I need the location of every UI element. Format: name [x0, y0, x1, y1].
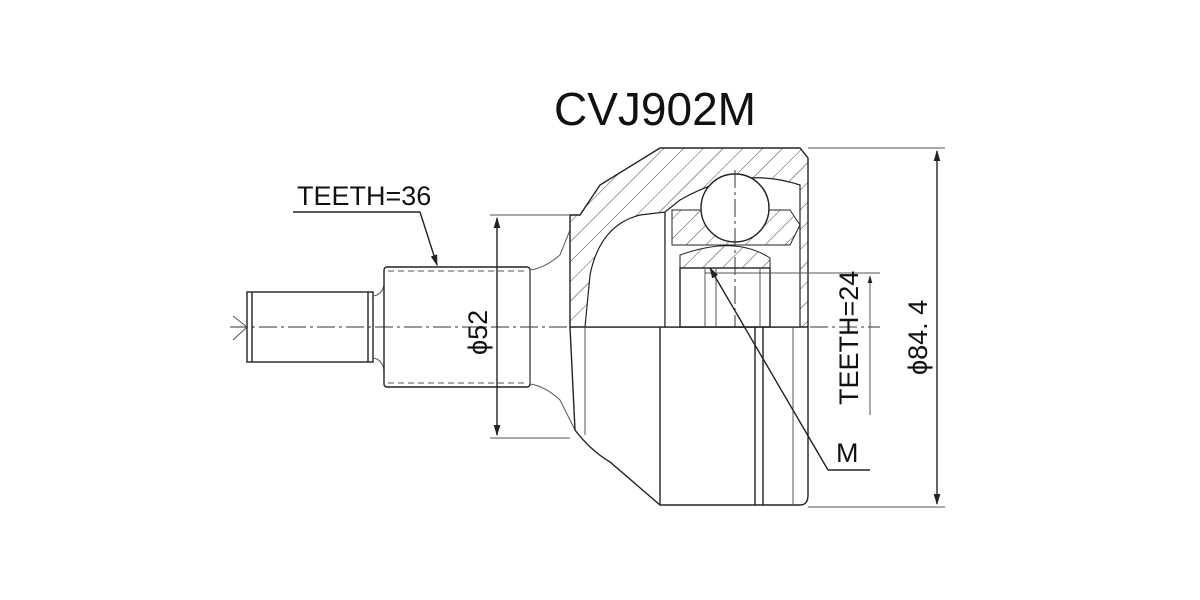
- marker-callout: M: [709, 267, 870, 471]
- outer-diameter-dimension: ϕ84. 4: [808, 147, 945, 508]
- part-number-title: CVJ902M: [554, 83, 756, 135]
- splined-shaft: [383, 215, 576, 431]
- outer-teeth-label: TEETH=36: [297, 181, 431, 211]
- shaft-diameter-label: ϕ52: [463, 310, 493, 355]
- outer-diameter-label: ϕ84. 4: [903, 300, 933, 375]
- shaft-diameter-dimension: ϕ52: [463, 214, 570, 439]
- outer-teeth-callout: TEETH=36: [293, 181, 438, 267]
- inner-teeth-label: TEETH=24: [834, 271, 864, 405]
- inner-teeth-callout: TEETH=24: [705, 271, 880, 415]
- outer-housing-outline: [569, 326, 809, 506]
- marker-label: M: [836, 438, 859, 468]
- outer-housing-section: [569, 147, 809, 328]
